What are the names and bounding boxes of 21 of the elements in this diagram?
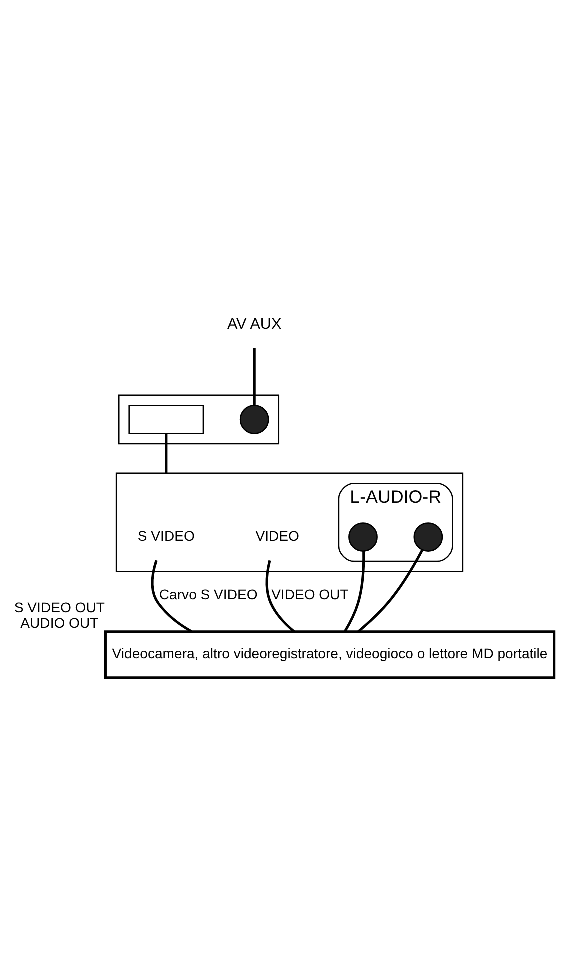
edge-label: Carvo S VIDEO bbox=[159, 586, 258, 602]
connector bbox=[165, 434, 168, 473]
connector bbox=[253, 348, 256, 406]
node-circle bbox=[348, 522, 378, 552]
node-circle bbox=[240, 404, 270, 434]
node-box bbox=[128, 404, 204, 434]
cluster: L-AUDIO-R bbox=[338, 482, 454, 562]
node-text: AV AUX bbox=[227, 316, 282, 333]
connector bbox=[151, 560, 192, 632]
connector bbox=[358, 549, 424, 632]
edge-label: VIDEO OUT bbox=[272, 586, 349, 602]
connector bbox=[344, 550, 366, 632]
node-text: VIDEO bbox=[256, 527, 300, 544]
node-label: S VIDEO OUT bbox=[14, 598, 105, 615]
node-circle bbox=[414, 522, 444, 552]
connector bbox=[266, 560, 296, 632]
cluster bbox=[116, 472, 464, 572]
node-box: Videocamera, altro videoregistratore, videogioco o lettore MD portatile bbox=[104, 630, 556, 679]
cluster bbox=[118, 394, 280, 444]
node-label: AUDIO OUT bbox=[20, 614, 99, 630]
node-text: S VIDEO bbox=[138, 527, 195, 544]
